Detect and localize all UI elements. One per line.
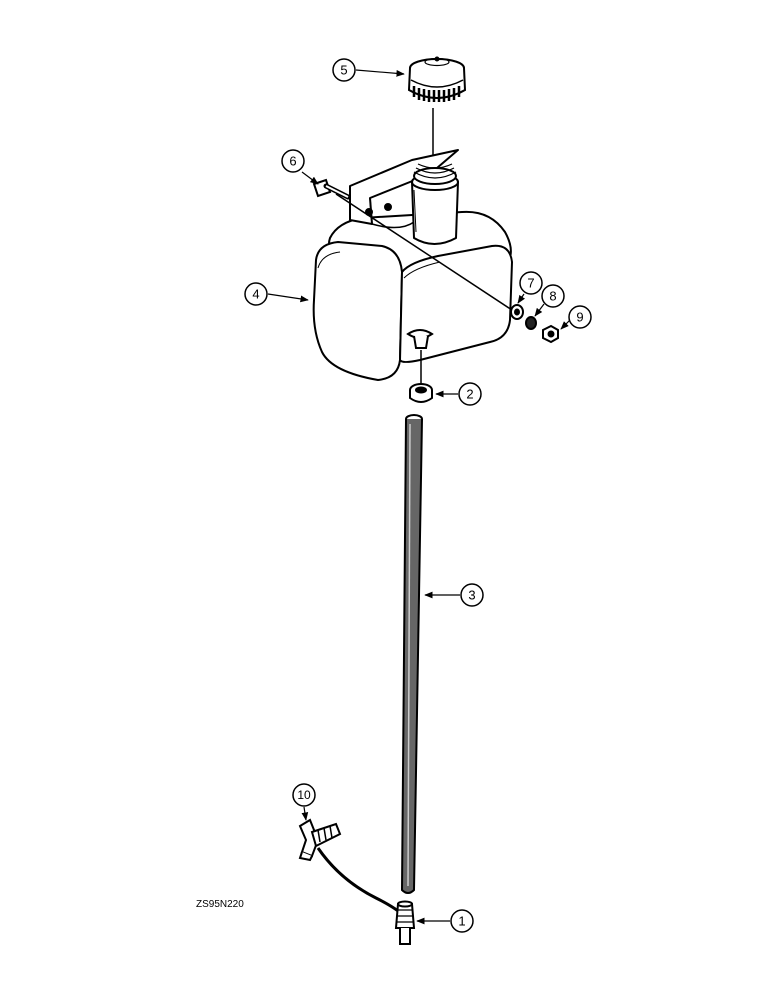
svg-text:10: 10	[297, 788, 311, 802]
callout-7: 7	[519, 271, 543, 295]
mounting-bolt-line	[335, 193, 516, 313]
svg-text:7: 7	[527, 276, 534, 291]
callout-4: 4	[244, 282, 268, 306]
svg-text:3: 3	[468, 588, 475, 603]
callout-3: 3	[460, 583, 484, 607]
tube	[400, 414, 423, 894]
tank-outlet-fitting	[406, 329, 434, 349]
svg-text:1: 1	[458, 914, 465, 929]
elbow-fitting	[298, 818, 342, 862]
leader-lines	[267, 69, 571, 925]
svg-text:5: 5	[340, 63, 347, 78]
svg-text:4: 4	[252, 287, 259, 302]
lock-washer	[525, 316, 537, 330]
callout-9: 9	[568, 305, 592, 329]
svg-text:9: 9	[576, 310, 583, 325]
hose-line	[316, 847, 406, 918]
callout-1: 1	[450, 909, 474, 933]
washer	[510, 304, 524, 320]
callout-10: 10	[292, 783, 316, 807]
connector-fitting	[394, 900, 416, 945]
grommet	[409, 383, 433, 403]
filler-cap	[407, 56, 467, 102]
callout-6: 6	[281, 149, 305, 173]
svg-text:8: 8	[549, 289, 556, 304]
hex-nut	[542, 324, 559, 344]
callout-2: 2	[458, 382, 482, 406]
callout-8: 8	[541, 284, 565, 308]
callout-5: 5	[332, 58, 356, 82]
drawing-code: ZS95N220	[196, 899, 244, 910]
cap-screw	[312, 178, 351, 200]
reservoir-tank	[312, 149, 513, 381]
svg-text:2: 2	[466, 387, 473, 402]
svg-text:6: 6	[289, 154, 296, 169]
